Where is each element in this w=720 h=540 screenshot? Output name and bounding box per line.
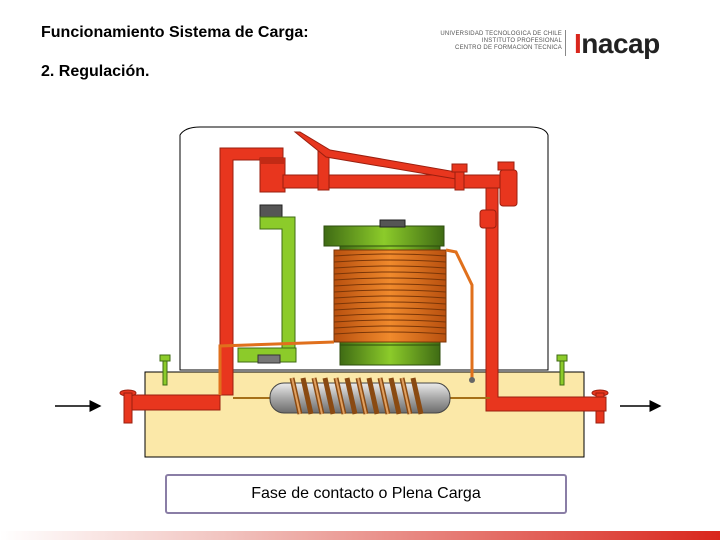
logo-line-1: UNIVERSIDAD TECNOLOGICA DE CHILE (440, 31, 562, 37)
logo-line-2: INSTITUTO PROFESIONAL (481, 38, 562, 44)
logo-line-3: CENTRO DE FORMACION TECNICA (455, 45, 562, 51)
logo-tagline: UNIVERSIDAD TECNOLOGICA DE CHILE INSTITU… (440, 31, 562, 52)
base-screw-left (159, 354, 171, 386)
logo-wordmark-initial: I (574, 28, 582, 59)
logo-wordmark: Inacap (574, 28, 660, 60)
adjust-screw-left (451, 163, 468, 191)
logo-separator (565, 30, 566, 56)
coil-spool-top (323, 225, 445, 247)
frame-left-bracket (125, 147, 284, 411)
slide-subtitle: 2. Regulación. (41, 63, 150, 80)
adjust-screw-right (497, 161, 518, 207)
resistor (269, 377, 451, 415)
footer-gradient-bar (0, 531, 720, 540)
coil-spool-bottom (339, 344, 441, 366)
coil-wire-left (218, 340, 335, 395)
lower-stop (479, 209, 497, 229)
lower-contact-cap (259, 204, 283, 218)
logo-wordmark-rest: nacap (581, 28, 660, 59)
phase-caption: Fase de contacto o Plena Carga (165, 474, 567, 514)
terminal-left (119, 389, 137, 424)
inacap-logo: UNIVERSIDAD TECNOLOGICA DE CHILE INSTITU… (440, 28, 685, 64)
base-screw-right (556, 354, 568, 386)
coil-turns (333, 253, 447, 335)
coil-wire-right (445, 248, 474, 378)
slide-title: Funcionamiento Sistema de Carga: (41, 24, 309, 41)
